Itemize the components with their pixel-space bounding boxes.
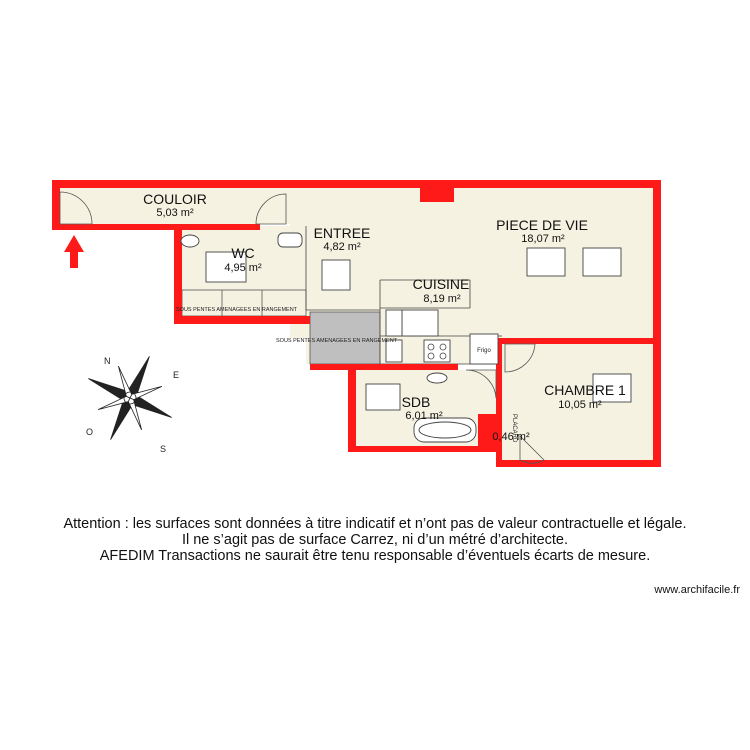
furniture-wc-window [205, 251, 247, 283]
wall-placard-right [496, 340, 502, 466]
door-chambre [504, 343, 536, 373]
furniture-sink-2 [385, 339, 403, 363]
compass-n: N [104, 356, 111, 366]
floor-storage-strip [182, 290, 306, 316]
wall-wc-top [174, 224, 260, 230]
couloir-area: 5,03 m² [156, 207, 194, 219]
piece-de-vie-area: 18,07 m² [521, 233, 565, 245]
furniture [205, 247, 632, 411]
disclaimer-line-1: Attention : les surfaces sont données à … [63, 516, 687, 532]
wc-name: WC [231, 245, 254, 261]
disclaimer-line-2: Il ne s’agit pas de surface Carrez, ni d… [181, 532, 569, 548]
compass-s: S [160, 444, 166, 454]
piece-de-vie-name: PIECE DE VIE [496, 217, 588, 233]
wall-chambre-top [496, 338, 661, 344]
website-link[interactable]: www.archifacile.fr [654, 584, 740, 596]
chambre1-name: CHAMBRE 1 [544, 382, 626, 398]
door-sdb [465, 369, 497, 399]
wall-left [52, 180, 60, 228]
sdb-bathtub-inner [418, 421, 472, 439]
placard-name: PLACARD [511, 414, 517, 443]
couloir-name: COULOIR [143, 191, 207, 207]
furniture-cuisine-counter [401, 309, 439, 337]
wall-sdb-left [348, 364, 356, 452]
sous-pentes-label-2: SOUS PENTES AMENAGEES EN RANGEMENT [276, 338, 398, 344]
entree-area: 4,82 m² [323, 241, 361, 253]
sdb-sink [426, 372, 448, 384]
wall-wc-left [174, 224, 182, 324]
chambre1-area: 10,05 m² [558, 399, 602, 411]
wc-basin [277, 232, 303, 248]
cuisine-name: CUISINE [413, 276, 470, 292]
wall-sdb-bottom [348, 446, 502, 452]
door-wc [255, 193, 287, 225]
door-couloir-entry [59, 191, 93, 225]
doors [59, 191, 545, 464]
wall-bottom-right [496, 460, 661, 467]
storage-block [309, 311, 381, 365]
disclaimer-line-3: AFEDIM Transactions ne saurait être tenu… [99, 548, 651, 564]
wc-area: 4,95 m² [224, 262, 262, 274]
wall-right [653, 180, 661, 467]
fridge-label: Frigo [477, 348, 491, 354]
furniture-window-1 [526, 247, 566, 277]
compass-rose-icon [88, 356, 172, 440]
walls [52, 180, 661, 467]
stove-burners [427, 343, 447, 360]
floor-placard [502, 410, 520, 460]
furniture-window-2 [582, 247, 622, 277]
wall-sdb-top [348, 364, 458, 370]
sous-pentes-label-1: SOUS PENTES AMENAGEES EN RANGEMENT [176, 307, 298, 313]
wc-toilet [180, 234, 200, 248]
cuisine-area: 8,19 m² [423, 293, 461, 305]
wall-top [52, 180, 660, 188]
furniture-entree-window [321, 259, 351, 291]
wall-couloir-bottom-left [52, 224, 174, 230]
compass-o: O [86, 427, 93, 437]
floor-couloir [60, 188, 292, 224]
sdb-name: SDB [402, 394, 431, 410]
furniture-fridge [469, 333, 499, 365]
furniture-chambre-window [592, 373, 632, 403]
wall-bottom-long [174, 316, 310, 324]
sanitary [180, 232, 477, 443]
compass-e: E [173, 370, 179, 380]
wall-chimney [420, 188, 454, 202]
red-up-arrow-icon [64, 235, 84, 268]
furniture-stove [423, 339, 451, 363]
door-placard [519, 435, 545, 464]
sdb-area: 6,01 m² [405, 410, 443, 422]
entree-name: ENTREE [314, 225, 371, 241]
furniture-sink [385, 309, 403, 337]
wall-bottom-mid [310, 364, 352, 370]
wall-placard-block [478, 414, 502, 446]
placard-area: 0,46 m² [492, 431, 530, 443]
furniture-sdb-window [365, 383, 401, 411]
